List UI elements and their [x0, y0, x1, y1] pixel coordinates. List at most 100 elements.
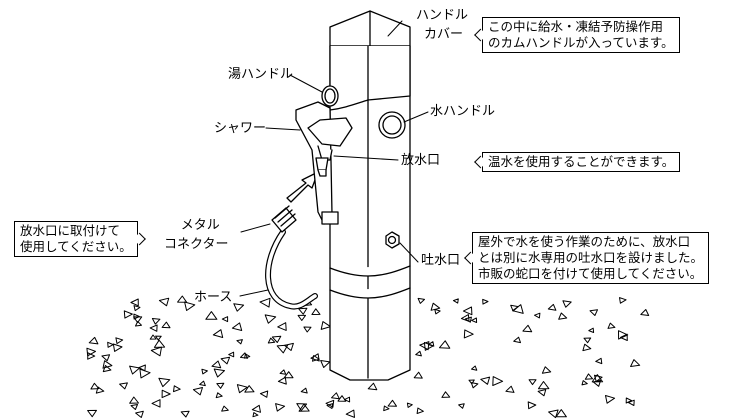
gravel-stone — [458, 403, 465, 409]
gravel-stone — [427, 341, 435, 347]
gravel-stone — [512, 304, 524, 314]
gravel-stone — [130, 298, 139, 307]
gravel-stone — [149, 334, 157, 340]
gravel-stone — [123, 310, 133, 319]
attach-arrow — [286, 171, 319, 203]
gravel-stone — [211, 360, 222, 369]
gravel-stone — [205, 311, 218, 320]
gravel-stone — [259, 297, 271, 308]
gravel-stone — [482, 298, 489, 305]
metal-connector-label-line2: コネクター — [164, 237, 229, 252]
gravel-stone — [252, 412, 259, 418]
gravel-stone — [236, 384, 248, 394]
gravel-stone — [419, 341, 430, 351]
gravel-stone — [213, 368, 225, 378]
gravel-stone — [284, 342, 294, 351]
gravel-stone — [233, 303, 245, 312]
gravel-stone — [345, 409, 355, 418]
gravel-stone — [138, 364, 146, 372]
gravel-stone — [630, 359, 641, 367]
gravel-stone — [129, 365, 141, 375]
gravel-stone — [320, 321, 331, 330]
gravel-stone — [277, 322, 287, 331]
gravel-stone — [151, 399, 161, 408]
gravel-stone — [589, 309, 598, 316]
gravel-stone — [228, 351, 235, 358]
gravel-stone — [320, 360, 331, 368]
gravel-stone — [326, 403, 334, 409]
gravel-stone — [417, 297, 425, 304]
gravel-stone — [259, 390, 269, 398]
gravel-stone — [605, 395, 616, 404]
gravel-stone — [562, 300, 572, 308]
gravel-stone — [367, 382, 378, 391]
gravel-stone — [155, 335, 162, 341]
gravel-stone — [95, 386, 105, 394]
gravel-stone — [337, 395, 347, 402]
gravel-stone — [221, 405, 229, 412]
gravel-stone — [177, 295, 188, 303]
spout-shape — [385, 231, 400, 249]
gravel-stone — [133, 305, 141, 312]
cold-handle-label: 水ハンドル — [430, 104, 496, 119]
gravel-stone — [471, 317, 478, 323]
gravel-stone — [640, 309, 650, 316]
gravel-stone — [618, 330, 629, 340]
gravel-stone — [158, 377, 171, 388]
gravel-stone — [588, 327, 595, 333]
gravel-stone — [298, 403, 310, 412]
gravel-stone — [264, 314, 277, 324]
gravel-stone — [470, 382, 479, 389]
gravel-stone — [441, 391, 451, 398]
gravel-stone — [331, 392, 340, 400]
gravel-stone — [216, 382, 225, 389]
gravel-stone — [416, 407, 424, 414]
spout-note-line3: 市販の蛇口を付けて使用してください。 — [478, 266, 703, 281]
handle-cover-note-line2: のカムハンドルが入っています。 — [488, 35, 674, 50]
spout-note: 屋外で水を使う作業のために、放水口 とは別に水専用の吐水口を設けました。 市販の… — [472, 232, 710, 284]
gravel-stone — [537, 389, 547, 397]
gravel-stone — [153, 339, 166, 348]
gravel-stone — [541, 366, 552, 374]
gravel-stone — [277, 376, 287, 385]
gravel-stone — [439, 340, 451, 349]
gravel-stone — [430, 302, 441, 311]
gravel-stone — [296, 403, 308, 412]
discharge-port-note: 温水を使用することができます。 — [482, 152, 681, 172]
handle-cover-note: この中に給水・凍結予防操作用 のカムハンドルが入っています。 — [482, 17, 680, 53]
gravel-stone — [471, 365, 478, 371]
gravel-stone — [406, 402, 413, 408]
gravel-stone — [510, 304, 519, 312]
gravel-stone — [199, 380, 206, 387]
gravel-stone — [161, 321, 171, 329]
metal-connector-label-line1: メタル — [180, 218, 220, 233]
gravel-stone — [220, 356, 231, 365]
ground-gravel — [86, 295, 650, 419]
handle-cover-label-line1: ハンドル — [416, 8, 469, 23]
gravel-stone — [150, 346, 162, 357]
gravel-stone — [527, 401, 537, 410]
gravel-stone — [344, 396, 351, 403]
gravel-stone — [300, 387, 308, 394]
gravel-stone — [583, 337, 592, 344]
gravel-stone — [267, 337, 276, 344]
spout-label: 吐水口 — [421, 253, 461, 268]
handle-cover-label-line2: カバー — [424, 27, 464, 42]
hot-handle-label: 湯ハンドル — [228, 67, 294, 82]
gravel-stone — [595, 357, 603, 365]
gravel-stone — [548, 409, 559, 419]
gravel-stone — [555, 409, 567, 418]
gravel-stone — [522, 324, 533, 333]
gravel-stone — [87, 409, 97, 418]
gravel-stone — [383, 405, 390, 412]
gravel-stone — [102, 365, 112, 373]
gravel-stone — [619, 297, 627, 304]
gravel-stone — [415, 350, 422, 357]
gravel-stone — [276, 344, 289, 354]
gravel-stone — [221, 316, 229, 323]
gravel-stone — [236, 339, 243, 345]
gravel-stone — [192, 387, 203, 396]
gravel-stone — [115, 337, 124, 345]
